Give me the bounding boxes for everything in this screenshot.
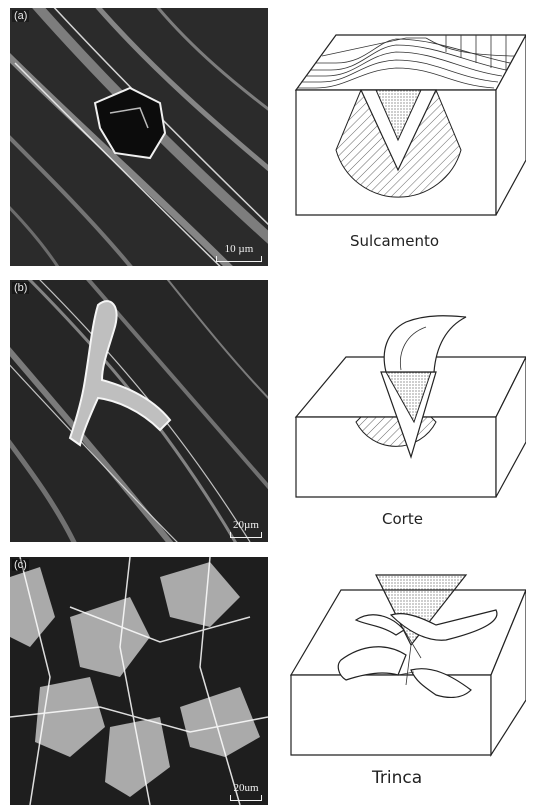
- panel-b-letter: (b): [12, 282, 29, 294]
- sem-photo-c: (c) 20um: [10, 557, 268, 805]
- scale-bar-c-label: 20um: [233, 782, 258, 794]
- scale-bar-b: 20µm: [230, 519, 262, 538]
- sketch-ploughing: [286, 30, 526, 220]
- scale-bar-b-label: 20µm: [233, 519, 259, 531]
- scale-bar-a: 10 µm: [216, 243, 262, 262]
- sem-photo-a: (a) 10 µm: [10, 8, 268, 266]
- caption-trinca: Trinca: [372, 768, 422, 788]
- sketch-cracking: [286, 570, 526, 760]
- panel-c-letter: (c): [12, 559, 29, 571]
- scale-bar-c: 20um: [230, 782, 262, 801]
- sketch-cutting: [286, 312, 526, 502]
- scale-bar-a-label: 10 µm: [225, 243, 254, 255]
- sem-photo-b: (b) 20µm: [10, 280, 268, 542]
- caption-corte: Corte: [382, 510, 423, 528]
- panel-a-letter: (a): [12, 10, 29, 22]
- caption-sulcamento: Sulcamento: [350, 232, 439, 250]
